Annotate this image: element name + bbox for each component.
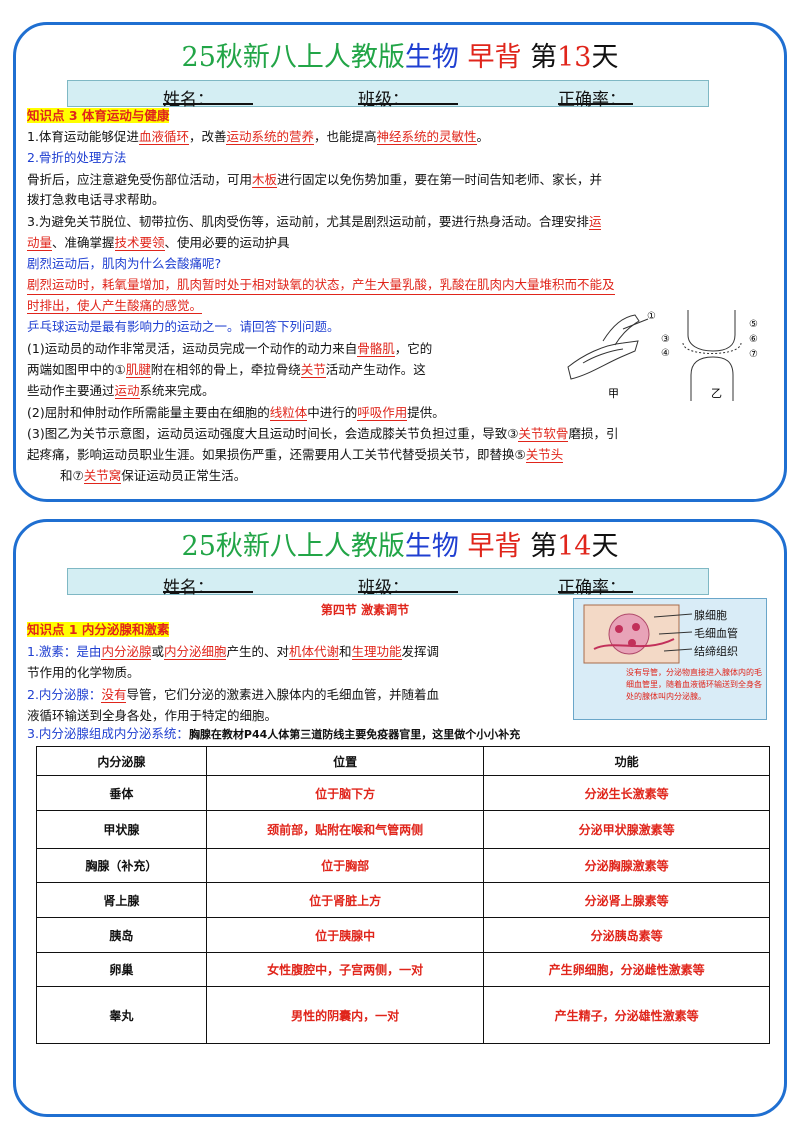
col-header-function: 功能 xyxy=(483,746,770,776)
fig-num-6: ⑥ xyxy=(749,334,758,345)
table-row: 甲状腺颈前部，贴附在喉和气管两侧分泌甲状腺激素等 xyxy=(36,810,770,849)
c1-line-14: (2)屈肘和伸肘动作所需能量主要由在细胞的线粒体中进行的呼吸作用提供。 xyxy=(27,405,445,421)
c1-line-9: 时排出，使人产生酸痛的感觉。 xyxy=(27,298,203,314)
arm-joint-figure: ① 甲 ③ ④ ⑤ ⑥ ⑦ 乙 xyxy=(567,310,758,401)
table-row: 胰岛位于胰腺中分泌胰岛素等 xyxy=(36,917,770,953)
fig-num-3: ③ xyxy=(661,334,670,345)
c1-line-6: 动量、准确掌握技术要领、使用必要的运动护具 xyxy=(27,235,290,251)
kp1-tag: 知识点 1 内分泌腺和激素 xyxy=(27,622,170,637)
fig-label-left: 甲 xyxy=(608,387,619,400)
kp3-tag: 知识点 3 体育运动与健康 xyxy=(27,108,170,123)
gland-labels: 腺细胞 毛细血管 结缔组织 xyxy=(694,607,738,661)
fig-label-right: 乙 xyxy=(711,387,722,400)
endocrine-table: 内分泌腺 位置 功能 垂体位于脑下方分泌生长激素等 甲状腺颈前部，贴附在喉和气管… xyxy=(36,746,770,1044)
c1-line-17: 和⑦关节窝保证运动员正常生活。 xyxy=(60,468,247,484)
c1-line-10: 乒乓球运动是最有影响力的运动之一。请回答下列问题。 xyxy=(27,319,340,334)
c1-line-12: 两端如图甲中的①肌腱附在相邻的骨上，牵拉骨绕关节活动产生动作。这 xyxy=(27,362,426,378)
name-blank[interactable] xyxy=(163,85,253,105)
c1-line-5: 3.为避免关节脱位、韧带拉伤、肌肉受伤等，运动前，尤其是剧烈运动前，要进行热身活… xyxy=(27,214,602,230)
gland-figure: 腺细胞 毛细血管 结缔组织 没有导管，分泌物直接进入腺体内的毛细血管里，随着血液… xyxy=(573,598,767,720)
table-row: 胸腺（补充）位于胸部分泌胸腺激素等 xyxy=(36,848,770,883)
accuracy-label: 正确率： xyxy=(558,578,626,598)
c2-line-2: 节作用的化学物质。 xyxy=(27,665,140,680)
gland-caption: 没有导管，分泌物直接进入腺体内的毛细血管里，随着血液循环输送到全身各处的腺体叫内… xyxy=(626,668,762,701)
col-header-gland: 内分泌腺 xyxy=(36,746,207,776)
c1-line-15: (3)图乙为关节示意图，运动员运动强度大且运动时间长，会造成膝关节负担过重，导致… xyxy=(27,426,619,442)
fig-num-1: ① xyxy=(647,311,656,322)
c1-line-1: 1.体育运动能够促进血液循环，改善运动系统的营养，也能提高神经系统的灵敏性。 xyxy=(27,129,490,145)
fig-num-4: ④ xyxy=(661,348,670,359)
table-row: 垂体位于脑下方分泌生长激素等 xyxy=(36,775,770,811)
arm-muscle-drawing xyxy=(567,314,649,380)
label-capillary: 毛细血管 xyxy=(694,627,738,640)
table-row: 肾上腺位于肾脏上方分泌肾上腺素等 xyxy=(36,882,770,918)
fig-num-5: ⑤ xyxy=(749,319,758,330)
gland-drawing xyxy=(583,604,693,664)
class-label: 班级： xyxy=(358,90,409,110)
c2-line-4: 液循环输送到全身各处，作用于特定的细胞。 xyxy=(27,708,278,723)
c2-line-1: 1.激素：是由内分泌腺或内分泌细胞产生的、对机体代谢和生理功能发挥调 xyxy=(27,644,440,660)
class-blank[interactable] xyxy=(358,573,458,593)
class-blank[interactable] xyxy=(358,85,458,105)
day13-title: 25秋新八上人教版生物 早背 第13天 xyxy=(181,42,619,73)
accuracy-label: 正确率： xyxy=(558,90,626,110)
c1-line-8: 剧烈运动时，耗氧量增加，肌肉暂时处于相对缺氧的状态，产生大量乳酸，乳酸在肌肉内大… xyxy=(27,276,615,295)
label-connective-tissue: 结缔组织 xyxy=(694,645,738,658)
c1-line-13: 些动作主要通过运动系统来完成。 xyxy=(27,383,215,399)
class-label: 班级： xyxy=(358,578,409,598)
c1-line-2: 2.骨折的处理方法 xyxy=(27,150,127,165)
section-title: 第四节 激素调节 xyxy=(320,603,410,617)
table-header-row: 内分泌腺 位置 功能 xyxy=(36,746,770,776)
day14-title: 25秋新八上人教版生物 早背 第14天 xyxy=(181,531,619,562)
fig-num-7: ⑦ xyxy=(749,349,758,360)
name-label: 姓名： xyxy=(163,578,214,598)
col-header-location: 位置 xyxy=(205,746,485,776)
table-row: 睾丸男性的阴囊内，一对产生精子，分泌雄性激素等 xyxy=(36,986,770,1044)
day14-name-bar: 姓名： 班级： 正确率： xyxy=(67,568,709,598)
accuracy-blank[interactable] xyxy=(558,573,633,593)
accuracy-blank[interactable] xyxy=(558,85,633,105)
day13-name-bar: 姓名： 班级： 正确率： xyxy=(67,80,709,110)
c1-line-3: 骨折后，应注意避免受伤部位活动，可用木板进行固定以免伤势加重，要在第一时间告知老… xyxy=(27,172,603,188)
label-gland-cell: 腺细胞 xyxy=(694,609,727,622)
c1-line-4: 拨打急救电话寻求帮助。 xyxy=(27,192,165,207)
c2-line-3: 2.内分泌腺：没有导管，它们分泌的激素进入腺体内的毛细血管，并随着血 xyxy=(27,687,439,703)
table-row: 卵巢女性腹腔中，子宫两侧，一对产生卵细胞，分泌雌性激素等 xyxy=(36,952,770,987)
c2-line-5: 3.内分泌腺组成内分泌系统：胸腺在教材P44人体第三道防线主要免疫器官里，这里做… xyxy=(27,726,521,741)
c1-line-11: (1)运动员的动作非常灵活，运动员完成一个动作的动力来自骨骼肌，它的 xyxy=(27,341,433,357)
c1-line-16: 起疼痛，影响运动员职业生涯。如果损伤严重，还需要用人工关节代替受损关节，即替换⑤… xyxy=(27,447,564,463)
c1-line-7: 剧烈运动后，肌肉为什么会酸痛呢? xyxy=(27,256,222,271)
name-label: 姓名： xyxy=(163,90,214,110)
name-blank[interactable] xyxy=(163,573,253,593)
joint-drawing xyxy=(682,310,742,401)
